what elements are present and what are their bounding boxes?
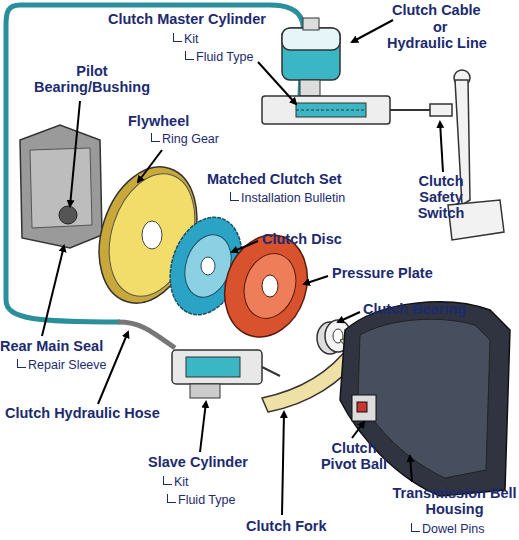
part-label: Rear Main Seal bbox=[0, 339, 103, 355]
sub-label: Ring Gear bbox=[150, 133, 219, 147]
sub-label: Kit bbox=[162, 476, 189, 490]
illustration-rect bbox=[172, 350, 262, 384]
illustration-ellipse bbox=[262, 275, 278, 297]
illustration-path bbox=[30, 148, 92, 228]
part-label: Slave Cylinder bbox=[148, 455, 248, 471]
part-label: Clutch Disc bbox=[262, 232, 342, 248]
illustration-line bbox=[410, 456, 412, 482]
part-label: Flywheel bbox=[128, 114, 189, 130]
illustration-rect bbox=[352, 395, 376, 421]
sub-label: Repair Sleeve bbox=[16, 359, 107, 373]
illustration-rect bbox=[282, 28, 340, 80]
part-label: Clutch Bearing bbox=[363, 302, 466, 318]
part-label: Clutch Hydraulic Hose bbox=[5, 406, 160, 422]
part-label: Clutch Cable bbox=[392, 3, 481, 19]
sub-label: Fluid Type bbox=[166, 494, 235, 508]
transmission-case bbox=[20, 125, 102, 248]
illustration-rect bbox=[300, 80, 320, 96]
illustration-line bbox=[258, 62, 296, 104]
illustration-line bbox=[232, 241, 258, 252]
illustration-line bbox=[304, 276, 328, 284]
sub-label: Installation Bulletin bbox=[229, 192, 345, 206]
part-label: Hydraulic Line bbox=[387, 36, 487, 52]
illustration-ellipse bbox=[201, 257, 215, 275]
part-label: Clutch Fork bbox=[246, 519, 327, 535]
illustration-rect bbox=[282, 28, 340, 50]
illustration-circle bbox=[59, 206, 77, 224]
illustration-rect bbox=[262, 96, 390, 124]
illustration-line bbox=[70, 101, 80, 206]
part-label: Matched Clutch Set bbox=[207, 172, 342, 188]
illustration-line bbox=[338, 312, 360, 322]
illustration-rect bbox=[296, 103, 366, 117]
illustration-rect bbox=[186, 357, 240, 377]
illustration-rect bbox=[190, 384, 220, 398]
illustration-ellipse bbox=[142, 221, 162, 249]
illustration-line bbox=[352, 20, 393, 42]
sub-label: Dowel Pins bbox=[410, 523, 485, 537]
part-label: Clutch Pivot Ball bbox=[318, 441, 390, 473]
illustration-path bbox=[20, 125, 102, 248]
illustration-path bbox=[358, 319, 490, 478]
illustration-line bbox=[42, 246, 64, 336]
sub-label: Fluid Type bbox=[184, 51, 253, 65]
part-label: Transmission Bell Housing bbox=[392, 486, 517, 518]
illustration-rect bbox=[430, 104, 452, 116]
illustration-line bbox=[282, 412, 284, 515]
illustration-line bbox=[296, 110, 366, 111]
slave-cylinder bbox=[172, 350, 280, 398]
part-label: Pilot Bearing/Bushing bbox=[22, 64, 162, 96]
illustration-line bbox=[440, 122, 443, 172]
illustration-rect bbox=[303, 18, 319, 30]
part-label: Pressure Plate bbox=[332, 266, 433, 282]
master-cylinder bbox=[262, 18, 432, 124]
part-label: Clutch Master Cylinder bbox=[108, 12, 266, 28]
part-label: Clutch Safety Switch bbox=[405, 174, 477, 222]
sub-label: Kit bbox=[172, 33, 199, 47]
illustration-line bbox=[200, 402, 206, 452]
part-label: or bbox=[433, 20, 448, 36]
illustration-line bbox=[138, 150, 162, 182]
illustration-line bbox=[390, 109, 432, 111]
illustration-line bbox=[262, 367, 280, 376]
illustration-line bbox=[352, 422, 364, 438]
illustration-ellipse bbox=[236, 247, 304, 325]
illustration-rect bbox=[357, 402, 367, 412]
